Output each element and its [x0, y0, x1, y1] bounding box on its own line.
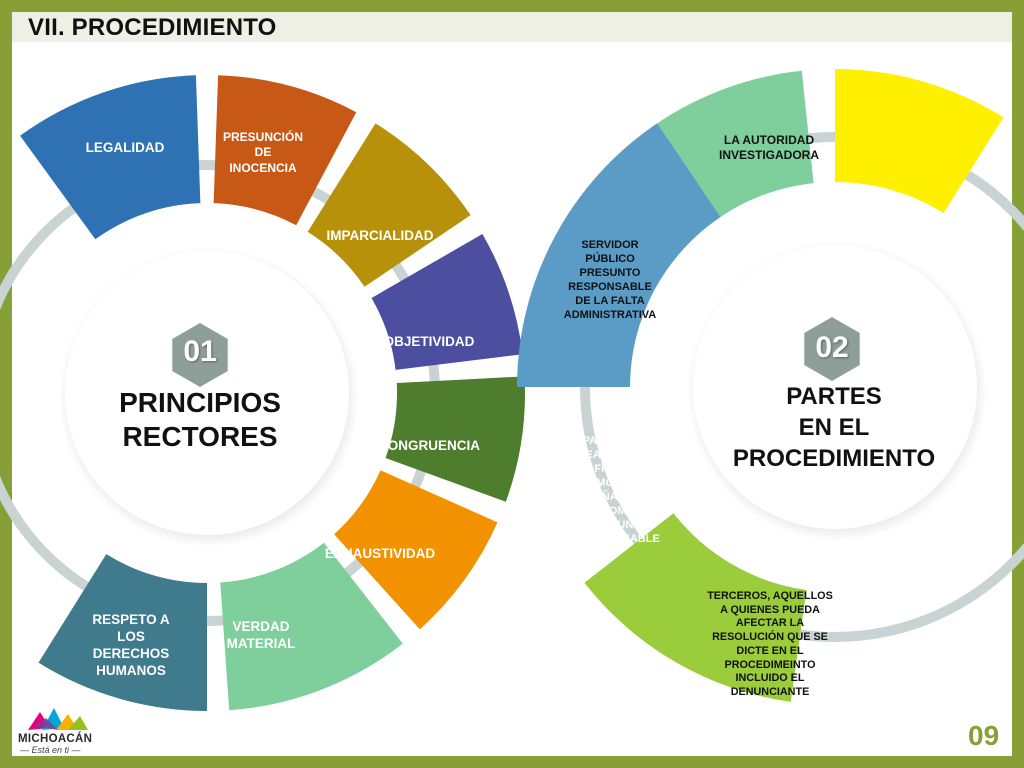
segment-label-congruencia: CONGRUENCIA — [377, 438, 480, 453]
page-number: 09 — [968, 720, 1000, 751]
segment-label-servidor: SERVIDOR PÚBLICO PRESUNTO RESPONSABLE DE… — [563, 239, 657, 321]
badge-hexagon-02 — [804, 317, 860, 381]
segment-label-presuncion: PRESUNCIÓN DE INOCENCIA — [222, 130, 303, 175]
principios-diagram — [0, 75, 526, 711]
right-circle — [693, 245, 977, 529]
badge-number-01: 01 — [183, 335, 217, 368]
segment-label-legalidad: LEGALIDAD — [85, 140, 165, 155]
right-circle-title: PARTES EN EL PROCEDIMIENTO — [732, 383, 936, 473]
badge-hexagon-01 — [172, 323, 228, 387]
segment-exhaustividad — [334, 470, 498, 630]
michoacan-logo-icon — [28, 708, 88, 730]
segment-congruencia — [385, 376, 526, 502]
left-circle-title: PRINCIPIOS RECTORES — [119, 387, 281, 452]
segment-objetividad — [371, 234, 523, 370]
segment-presuncion — [213, 75, 357, 226]
segment-label-terceros: TERCEROS, AQUELLOS A QUIENES PUEDA AFECT… — [707, 590, 833, 698]
segment-autoridad — [835, 69, 1004, 214]
segment-label-respeto: RESPETO A LOS DERECHOS HUMANOS — [92, 612, 170, 678]
segment-imparcialidad — [307, 123, 471, 287]
logo-tagline: — Está en ti — — [20, 745, 81, 755]
segment-respeto — [38, 554, 208, 711]
segment-particular — [517, 123, 721, 387]
segment-verdad — [220, 542, 403, 711]
logo-text: MICHOACÁN — [18, 733, 93, 745]
segment-label-autoridad: LA AUTORIDAD INVESTIGADORA — [718, 133, 819, 163]
left-circle — [65, 251, 349, 535]
segment-label-objetividad: OBJETIVIDAD — [383, 334, 475, 349]
slide-title: VII. PROCEDIMIENTO — [28, 14, 277, 41]
segment-label-particular: PARTICULAR SEA PERSONA FÍSICA O MORAL, S… — [576, 435, 660, 545]
segment-label-exhaustividad: EXHAUSTIVIDAD — [324, 546, 436, 561]
partes-diagram — [517, 69, 1024, 702]
badge-number-02: 02 — [815, 331, 849, 364]
segment-label-verdad: VERDAD MATERIAL — [226, 619, 296, 651]
title-band — [12, 12, 1012, 42]
segment-label-imparcialidad: IMPARCIALIDAD — [326, 228, 434, 243]
segment-legalidad — [20, 75, 201, 240]
segment-terceros — [584, 513, 807, 702]
